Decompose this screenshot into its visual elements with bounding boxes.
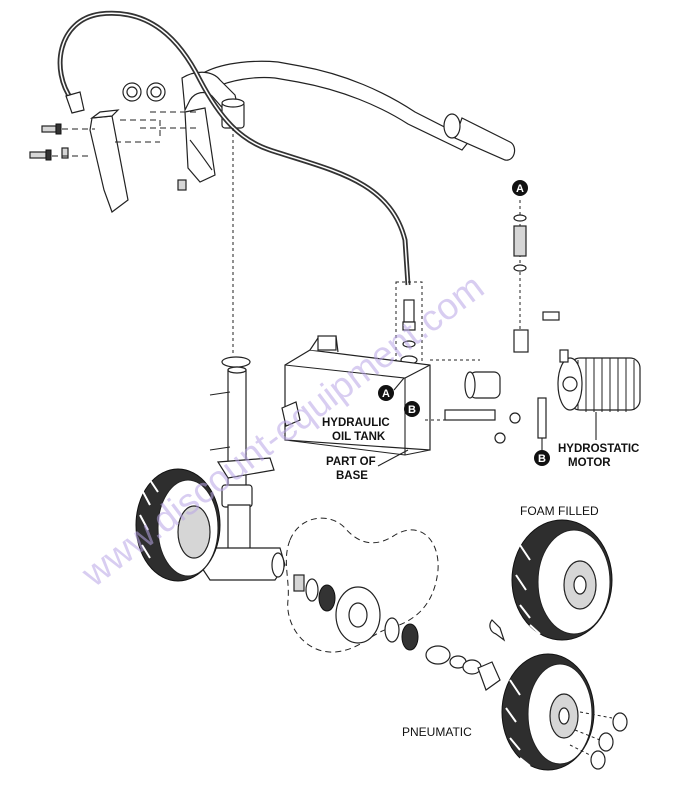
label-line: HYDROSTATIC — [558, 443, 639, 455]
callout-letter: B — [538, 453, 546, 465]
hydraulic-oil-tank — [281, 335, 431, 456]
label-hydrostatic-motor: HYDROSTATIC MOTOR — [558, 412, 639, 469]
hydrostatic-motor — [557, 349, 641, 412]
hose-fitting-stack — [395, 281, 423, 393]
label-line: OIL TANK — [332, 431, 386, 443]
label-line: PART OF — [326, 456, 376, 468]
label-part-of-base: PART OF BASE — [326, 449, 409, 482]
callout-letter: A — [516, 183, 524, 195]
callout-letter: B — [408, 404, 416, 416]
steering-column — [199, 128, 286, 581]
bolt-icon — [29, 123, 187, 191]
foam-filled-wheel — [511, 519, 613, 641]
label-hydraulic-oil-tank: HYDRAULIC OIL TANK — [322, 417, 390, 443]
left-wheel — [135, 468, 221, 582]
label-line: MOTOR — [568, 457, 611, 469]
hub-assembly — [285, 517, 506, 691]
hydraulic-hose — [57, 10, 411, 286]
label-line: HYDRAULIC — [322, 417, 390, 429]
pneumatic-wheel — [501, 653, 628, 771]
label-line: BASE — [336, 470, 368, 482]
label-pneumatic: PNEUMATIC — [402, 725, 472, 739]
callout-a-tank: A — [378, 377, 405, 401]
label-foam-filled: FOAM FILLED — [520, 504, 599, 518]
valve-assembly — [425, 200, 560, 444]
handle-assembly — [29, 60, 516, 213]
callout-letter: A — [382, 388, 390, 400]
callout-a-top: A — [512, 180, 528, 196]
callout-b-tank: B — [404, 401, 420, 417]
callout-b-motor: B — [534, 438, 550, 466]
